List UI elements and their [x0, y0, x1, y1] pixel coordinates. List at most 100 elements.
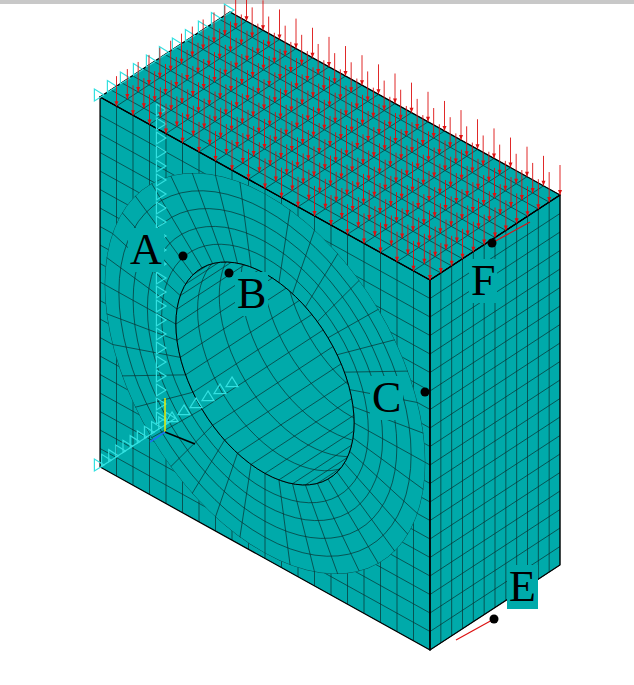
mesh-line — [90, 212, 181, 295]
load-arrowhead — [349, 87, 353, 92]
load-arrowhead — [378, 168, 382, 173]
load-arrowhead — [234, 63, 238, 68]
load-arrowhead — [213, 77, 217, 82]
load-arrowhead — [377, 129, 381, 134]
load-arrowhead — [466, 230, 470, 235]
constraint-symbol — [120, 72, 130, 84]
axis-line — [165, 432, 195, 444]
load-arrowhead — [212, 37, 216, 42]
mesh-line — [293, 209, 423, 294]
mesh-line — [101, 188, 186, 284]
mesh-line — [344, 287, 474, 372]
hole-surface — [176, 262, 354, 485]
load-arrowhead — [197, 147, 201, 152]
load-arrowhead — [526, 211, 530, 216]
constraint-symbol — [156, 300, 166, 312]
load-arrowhead — [443, 166, 447, 171]
load-arrowhead — [405, 171, 409, 176]
load-arrowhead — [175, 122, 179, 127]
load-arrowhead — [289, 106, 293, 111]
load-arrowhead — [289, 67, 293, 72]
constraint-symbol — [226, 377, 238, 387]
point-marker — [488, 239, 497, 248]
mesh-line — [116, 169, 193, 275]
load-arrowhead — [542, 181, 546, 186]
mesh-line — [176, 239, 306, 324]
load-arrowhead — [158, 112, 162, 117]
block-face — [430, 195, 560, 650]
load-arrowhead — [202, 84, 206, 89]
load-arrowhead — [404, 131, 408, 136]
mesh-line — [337, 472, 414, 578]
constraint-symbol — [156, 160, 166, 172]
load-arrowhead — [284, 130, 288, 135]
load-arrowhead — [256, 49, 260, 54]
load-arrowhead — [316, 69, 320, 74]
load-arrowhead — [417, 243, 421, 248]
load-arrowhead — [433, 212, 437, 217]
load-arrowhead — [377, 89, 381, 94]
load-arrowhead — [379, 248, 383, 253]
load-arrowhead — [256, 88, 260, 93]
load-arrowhead — [263, 184, 267, 189]
mesh-line — [101, 375, 186, 376]
load-arrowhead — [223, 30, 227, 35]
load-arrowhead — [180, 59, 184, 64]
block-edge — [100, 97, 430, 650]
mesh-line — [430, 232, 560, 317]
load-arrowhead — [400, 194, 404, 199]
load-arrowhead — [235, 102, 239, 107]
mesh-line — [157, 146, 213, 264]
load-arrowhead — [323, 164, 327, 169]
load-arrowhead — [366, 96, 370, 101]
load-arrowhead — [351, 206, 355, 211]
right-grid — [430, 195, 560, 650]
mesh-line — [337, 270, 467, 355]
load-arrowhead — [296, 162, 300, 167]
load-arrowhead — [267, 81, 271, 86]
mesh-line — [100, 97, 430, 280]
mesh-line — [279, 198, 409, 283]
load-arrowhead — [306, 116, 310, 121]
load-arrowhead — [224, 149, 228, 154]
constraint-symbol — [156, 202, 166, 214]
constraint-symbol — [211, 13, 221, 25]
constraint-symbol — [156, 118, 166, 130]
mesh-line — [181, 440, 224, 511]
load-arrowhead — [207, 61, 211, 66]
load-arrowhead — [515, 218, 519, 223]
load-arrowhead — [307, 195, 311, 200]
load-arrowhead — [411, 187, 415, 192]
block-edge — [100, 12, 560, 280]
load-arrowhead — [372, 192, 376, 197]
load-arrowhead — [471, 207, 475, 212]
mesh-line — [181, 143, 224, 262]
load-arrowhead — [267, 42, 271, 47]
constraint-symbol — [156, 146, 166, 158]
load-arrowhead — [388, 122, 392, 127]
load-arrowhead — [493, 193, 497, 198]
constraint-symbol — [156, 370, 166, 382]
load-arrowhead — [142, 103, 146, 108]
mesh-line — [202, 183, 332, 268]
mesh-line — [430, 362, 560, 447]
load-arrowhead — [295, 123, 299, 128]
load-arrowhead — [333, 118, 337, 123]
load-arrowhead — [487, 177, 491, 182]
mesh-line — [305, 222, 435, 307]
constraint-symbol — [156, 216, 166, 228]
load-arrowhead — [449, 182, 453, 187]
load-arrowhead — [262, 65, 266, 70]
load-arrowhead — [366, 136, 370, 141]
load-arrowhead — [525, 172, 529, 177]
load-arrowhead — [350, 127, 354, 132]
mesh-line — [193, 190, 323, 275]
load-arrowhead — [405, 210, 409, 215]
load-arrowhead — [395, 257, 399, 262]
mesh-line — [430, 491, 560, 576]
load-arrowhead — [350, 166, 354, 171]
load-arrowhead — [558, 190, 562, 195]
load-arrowhead — [279, 153, 283, 158]
load-arrowhead — [136, 87, 140, 92]
